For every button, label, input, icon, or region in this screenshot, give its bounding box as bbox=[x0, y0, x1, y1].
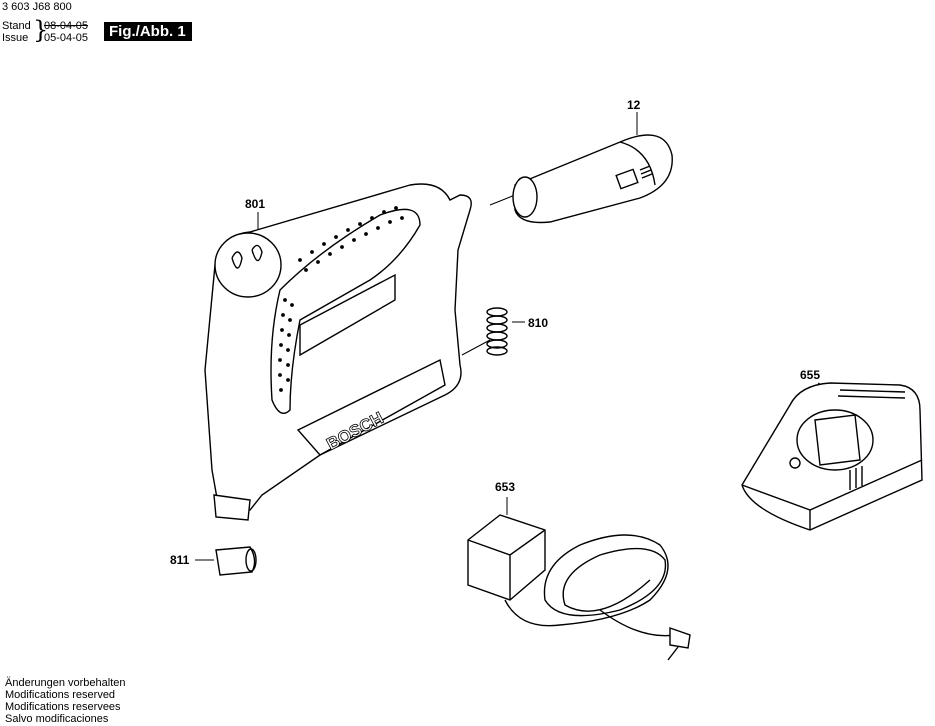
footer-line-en: Modifications reserved bbox=[5, 689, 116, 701]
stand-label: Stand bbox=[2, 20, 31, 32]
footer-line-de: Änderungen vorbehalten bbox=[5, 677, 126, 689]
stand-date-struck: 08-04-05 bbox=[44, 20, 89, 32]
footer-notice: Änderungen vorbehalten Modifications res… bbox=[5, 677, 125, 725]
spring-part-810 bbox=[486, 307, 508, 356]
cap-part-811 bbox=[215, 546, 257, 576]
adapter-part-653 bbox=[467, 514, 691, 661]
footer-line-fr: Modifications reservees bbox=[5, 701, 121, 713]
part-label-801: 801 bbox=[245, 197, 266, 211]
footer-line-es: Salvo modificaciones bbox=[5, 713, 109, 725]
battery-part-12 bbox=[512, 134, 673, 224]
charger-part-655 bbox=[741, 382, 923, 531]
part-label-653: 653 bbox=[495, 480, 516, 494]
issue-date: 05-04-05 bbox=[44, 32, 89, 44]
document-number: 3 603 J68 800 bbox=[2, 1, 72, 13]
brace-symbol: } bbox=[33, 16, 49, 44]
part-label-12: 12 bbox=[627, 98, 641, 112]
figure-label: Fig./Abb. 1 bbox=[104, 22, 192, 41]
part-label-810: 810 bbox=[528, 316, 549, 330]
part-label-811: 811 bbox=[170, 553, 190, 567]
issue-label: Issue bbox=[2, 32, 29, 44]
tacker-part-801 bbox=[204, 183, 472, 521]
part-label-655: 655 bbox=[800, 368, 821, 382]
